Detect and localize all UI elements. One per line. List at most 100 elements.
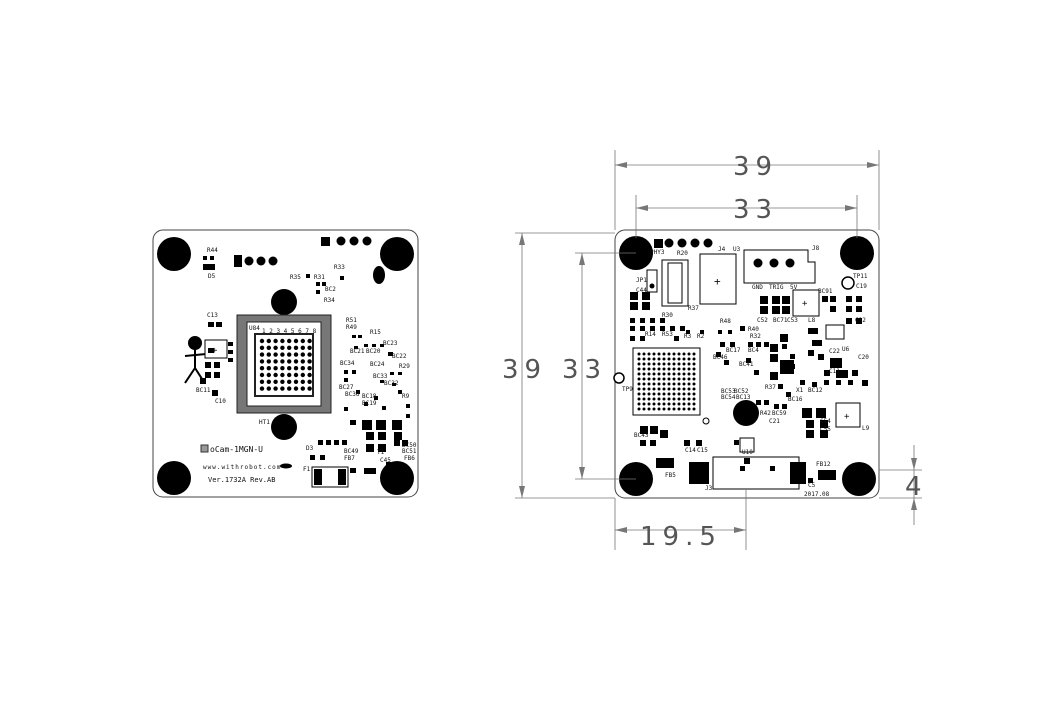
svg-text:C21: C21 bbox=[769, 418, 780, 425]
smd-pad bbox=[660, 430, 668, 438]
connector-outline bbox=[667, 262, 683, 304]
bga-pad bbox=[647, 362, 651, 366]
svg-text:X1: X1 bbox=[796, 387, 804, 394]
bga-pad bbox=[682, 367, 686, 371]
smd-pad bbox=[212, 390, 218, 396]
bga-pad bbox=[652, 397, 656, 401]
usb-shield-pad bbox=[689, 462, 709, 484]
component-pad bbox=[649, 283, 655, 289]
bga-pad bbox=[662, 392, 666, 396]
bga-pad bbox=[682, 392, 686, 396]
bga-pad bbox=[647, 352, 651, 356]
website-label: www.withrobot.com bbox=[203, 464, 281, 471]
bga-pad bbox=[259, 359, 265, 364]
bga-pad bbox=[287, 352, 292, 357]
bga-pad bbox=[692, 387, 696, 391]
version-label: Ver.1732A Rev.AB bbox=[208, 476, 275, 484]
bga-pad bbox=[259, 372, 265, 378]
bga-pad bbox=[273, 359, 278, 364]
smd-pad bbox=[772, 306, 780, 314]
bga-pad bbox=[637, 402, 641, 406]
smd-pad bbox=[686, 330, 690, 334]
bga-pad bbox=[266, 345, 271, 350]
bga-pad bbox=[273, 366, 278, 371]
smd-pad bbox=[318, 440, 323, 445]
smd-pad bbox=[310, 455, 315, 460]
bga-pad bbox=[293, 366, 299, 371]
bga-pad bbox=[287, 345, 292, 350]
bga-pad bbox=[682, 397, 686, 401]
smd-pad bbox=[200, 378, 206, 384]
bga-pad bbox=[280, 352, 285, 357]
bga-pad bbox=[652, 387, 656, 391]
bga-pad bbox=[280, 359, 285, 364]
smd-pad bbox=[846, 296, 852, 302]
smd-pad bbox=[306, 274, 310, 278]
bga-pad bbox=[307, 338, 312, 344]
svg-text:C54: C54 bbox=[820, 418, 831, 425]
bga-pad bbox=[642, 377, 646, 381]
smd-pad bbox=[398, 372, 402, 375]
svg-text:R3: R3 bbox=[684, 333, 692, 340]
bga-pad bbox=[652, 402, 656, 406]
smd-pad bbox=[406, 404, 410, 408]
bga-pad bbox=[657, 372, 661, 376]
slot-hole bbox=[280, 463, 292, 469]
smd-pad bbox=[700, 330, 704, 334]
smd-pad bbox=[760, 296, 768, 304]
bga-pad bbox=[667, 362, 671, 366]
smd-pad bbox=[366, 432, 374, 440]
bga-pad bbox=[647, 372, 651, 376]
bga-pad bbox=[287, 338, 292, 344]
smd-pad bbox=[382, 406, 386, 410]
bga-pad bbox=[307, 352, 312, 357]
smd-pad bbox=[778, 384, 783, 389]
bga-pad-grid bbox=[259, 338, 312, 391]
svg-text:C5: C5 bbox=[808, 482, 816, 489]
svg-text:BC34: BC34 bbox=[340, 360, 355, 367]
bga-pad bbox=[647, 377, 651, 381]
svg-text:BC46: BC46 bbox=[713, 354, 728, 361]
bga-pad bbox=[672, 382, 676, 386]
smd-pad bbox=[674, 336, 679, 341]
orientation-figure-icon bbox=[184, 336, 207, 384]
bga-pad bbox=[682, 377, 686, 381]
bga-pad bbox=[307, 366, 312, 371]
svg-text:R14: R14 bbox=[645, 331, 656, 338]
svg-text:GND: GND bbox=[752, 284, 763, 291]
smd-pad bbox=[800, 380, 805, 385]
smd-pad bbox=[630, 292, 638, 300]
connector-pad bbox=[769, 258, 779, 268]
smd-pad bbox=[214, 372, 220, 378]
smd-pad bbox=[772, 296, 780, 304]
bga-pad bbox=[677, 382, 681, 386]
smd-pad bbox=[818, 354, 824, 360]
bga-pad bbox=[307, 345, 312, 350]
bga-pad bbox=[287, 386, 292, 391]
smd-pad bbox=[790, 354, 795, 359]
bga-pad bbox=[300, 366, 305, 371]
smd-pad bbox=[388, 352, 393, 356]
smd-pad bbox=[660, 326, 665, 331]
svg-text:BC91: BC91 bbox=[818, 288, 833, 295]
svg-text:U6: U6 bbox=[842, 346, 850, 353]
ic-outline bbox=[792, 289, 820, 317]
bga-pad bbox=[293, 372, 299, 378]
bga-pad bbox=[662, 362, 666, 366]
bga-pad bbox=[300, 352, 305, 357]
bga-pad bbox=[273, 386, 278, 391]
svg-text:BC49: BC49 bbox=[344, 448, 359, 455]
bga-pad bbox=[642, 387, 646, 391]
svg-text:R15: R15 bbox=[370, 329, 381, 336]
bga-pad bbox=[266, 359, 271, 364]
slot-hole bbox=[373, 266, 385, 284]
dimension-lines bbox=[515, 150, 922, 550]
regulator-outline bbox=[699, 253, 737, 305]
bga-pad bbox=[280, 386, 285, 391]
bga-pad bbox=[672, 402, 676, 406]
dim-inner-height: 33 bbox=[562, 355, 607, 385]
smd-pad bbox=[846, 306, 852, 312]
svg-text:D5: D5 bbox=[208, 273, 216, 280]
smd-pad bbox=[764, 342, 769, 347]
smd-pad bbox=[770, 354, 778, 362]
